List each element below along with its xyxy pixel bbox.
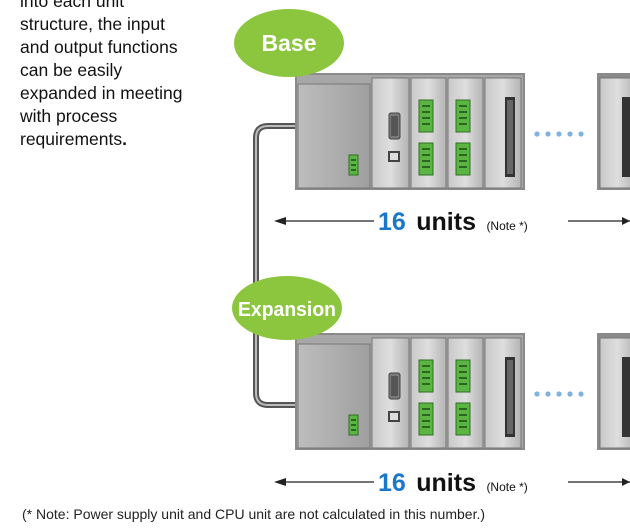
connector-module [484,77,522,189]
plc-diagram: Base Expansion 16 units (Note *) 16 unit… [232,9,630,497]
svg-text:16 units (Note *): 16 units (Note *) [378,208,528,236]
connector-module [484,337,522,449]
note-ref: (Note *) [486,480,527,494]
intro-line: requirements. [20,129,128,149]
footnote: (* Note: Power supply unit and CPU unit … [22,506,486,522]
unit-span-arrow-expansion: 16 units (Note *) [274,469,630,497]
unit-count: 16 [378,469,406,497]
unit-count: 16 [378,208,406,236]
intro-line: structure, the input [20,14,165,34]
expansion-badge-label: Expansion [238,299,336,321]
base-badge-label: Base [262,30,317,56]
expansion-badge: Expansion [232,276,342,340]
unit-word: units [416,208,476,236]
intro-line: and output functions [20,37,178,57]
unit-word: units [416,469,476,497]
note-ref: (Note *) [486,219,527,233]
intro-line: expanded in meeting [20,83,183,103]
expansion-cable [253,123,300,408]
intro-text: into each unit structure, the input and … [20,0,240,151]
power-supply-unit [297,83,371,189]
svg-text:16 units (Note *): 16 units (Note *) [378,469,528,497]
io-module [447,337,484,449]
power-supply-unit [297,343,371,449]
intro-line: into each unit [20,0,125,11]
base-badge: Base [234,9,344,77]
expansion-rack [295,333,630,450]
unit-span-arrow-base: 16 units (Note *) [274,208,630,236]
base-rack [295,73,630,190]
intro-line: can be easily [20,60,123,80]
intro-line: with process [20,106,118,126]
